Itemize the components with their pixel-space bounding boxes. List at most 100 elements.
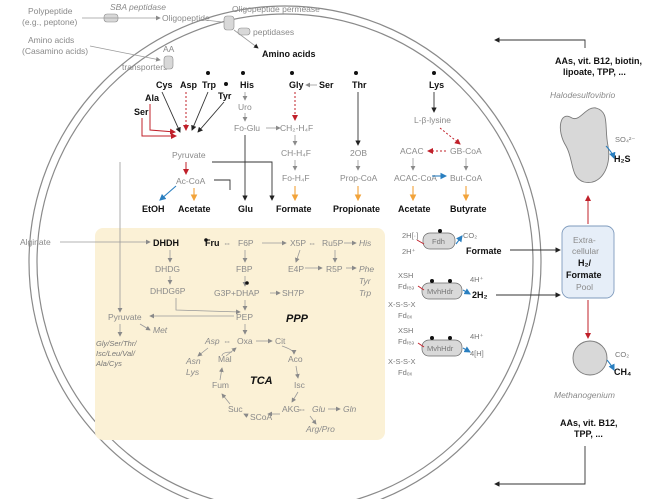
pool-line3: H₂/ xyxy=(578,258,591,268)
node-dhdg: DHDG xyxy=(155,264,180,274)
cell-outer-membrane xyxy=(28,5,542,499)
product-acetate: Acetate xyxy=(178,204,211,214)
node-aco: Aco xyxy=(288,354,303,364)
oligopeptide-label: Oligopeptide xyxy=(162,13,210,23)
node-ru5p: Ru5P xyxy=(322,238,344,248)
aa-dot xyxy=(224,82,228,86)
pool-line2: cellular xyxy=(572,246,599,256)
mvh1-4hp: 4H⁺ xyxy=(470,275,484,284)
node-ch-h4f: CH-H₄F xyxy=(281,148,311,158)
node-g3p-dhap: G3P+DHAP xyxy=(214,288,260,298)
oligopeptide-permease-label: Oligopeptide permease xyxy=(232,4,320,14)
node-his-2: His xyxy=(359,238,372,248)
node-x5p: X5P xyxy=(290,238,306,248)
node-mal: Mal xyxy=(218,354,232,364)
node-akg: AKG xyxy=(282,404,300,414)
node-lys-2: Lys xyxy=(186,367,200,377)
ch4-label: CH₄ xyxy=(614,367,631,377)
aa-dot xyxy=(290,71,294,75)
node-fum: Fum xyxy=(212,380,229,390)
node-tyr-2: Tyr xyxy=(359,276,372,286)
product-etoh: EtOH xyxy=(142,204,165,214)
node-e4p: E4P xyxy=(288,264,304,274)
aa-dot xyxy=(206,71,210,75)
extracellular-pool-box xyxy=(561,225,615,299)
mvh2-fd-red: Fdᵣₑₔ xyxy=(398,337,414,346)
h2s-label: H₂S xyxy=(614,154,631,164)
pool-line5: Pool xyxy=(576,282,593,292)
node-l-b-lysine: L-β-lysine xyxy=(414,115,451,125)
node-fo-h4f: Fo-H₄F xyxy=(282,173,310,183)
halodesulfovibrio-cell xyxy=(559,107,610,183)
amino-acids-external-label: Amino acids xyxy=(28,35,74,45)
node-acac-coa: ACAC-CoA xyxy=(394,173,437,183)
node-dhdh: DHDH xyxy=(153,238,179,248)
tca-label: TCA xyxy=(250,375,273,387)
peptidases-label: peptidases xyxy=(253,27,294,37)
node-2ob: 2OB xyxy=(350,148,367,158)
node-isc: Isc xyxy=(294,380,306,390)
aa-dot xyxy=(354,71,358,75)
aa-dot xyxy=(430,279,434,283)
aa-dot xyxy=(241,71,245,75)
polypeptide-eg-label: (e.g., peptone) xyxy=(22,17,77,27)
partner-top-text2: lipoate, TPP, ... xyxy=(563,67,626,77)
alginate-label: Alginate xyxy=(20,237,51,247)
node-gb-coa: GB-CoA xyxy=(450,146,482,156)
node-asn: Asn xyxy=(185,356,201,366)
aa-dot xyxy=(438,229,442,233)
partner-bottom-text1: AAs, vit. B12, xyxy=(560,418,618,428)
polypeptide-label: Polypeptide xyxy=(28,6,73,16)
partner-top-text1: AAs, vit. B12, biotin, xyxy=(555,56,642,66)
node-uro: Uro xyxy=(238,102,252,112)
mvh2-label: MvhHdr xyxy=(427,344,454,353)
node-cit: Cit xyxy=(275,336,286,346)
mvh1-xssx: X-S-S-X xyxy=(388,300,416,309)
mvh1-fd-red: Fdᵣₑₔ xyxy=(398,282,414,291)
aa-dot xyxy=(245,281,249,285)
aa-dot xyxy=(204,238,208,242)
cell-inner-membrane xyxy=(36,13,534,499)
h2-output: 2H₂ xyxy=(472,290,488,300)
pool-line1: Extra- xyxy=(573,235,596,245)
aa-his: His xyxy=(240,80,254,90)
node-ac-coa: Ac-CoA xyxy=(176,176,206,186)
node-sh7p: SH7P xyxy=(282,288,305,298)
aa-asp: Asp xyxy=(180,80,198,90)
fdh-co2: CO₂ xyxy=(463,231,477,240)
peptidases-enzyme xyxy=(237,27,251,36)
mvh2-fd-ox: Fdₒₓ xyxy=(398,368,413,377)
aa-ser: Ser xyxy=(134,107,149,117)
product-glu: Glu xyxy=(238,204,253,214)
node-glu-2: Glu xyxy=(312,404,326,414)
node-pyruvate-top: Pyruvate xyxy=(172,150,206,160)
co2-methanogen: CO₂ xyxy=(615,350,629,359)
mvh2-xssx: X-S-S-X xyxy=(388,357,416,366)
aa-dot xyxy=(432,71,436,75)
node-pyruvate: Pyruvate xyxy=(108,312,142,322)
ppp-label: PPP xyxy=(286,313,309,325)
formate-output: Formate xyxy=(466,246,502,256)
aa-trp: Trp xyxy=(202,80,217,90)
node-fo-glu: Fo-Glu xyxy=(234,123,260,133)
akg-glu-arrow: ⇔ xyxy=(298,404,307,414)
aa-tyr: Tyr xyxy=(218,91,232,101)
fdh-enzyme xyxy=(422,232,456,250)
mvh2-xsh: XSH xyxy=(398,326,413,335)
aa-dot xyxy=(448,279,452,283)
methanogenium-cell xyxy=(572,340,608,376)
aa-family-line2: Isc/Leu/Val/ xyxy=(96,349,136,358)
halodesulfovibrio-label: Halodesulfovibrio xyxy=(550,90,615,100)
node-r5p: R5P xyxy=(326,264,343,274)
node-oxa: Oxa xyxy=(237,336,253,346)
aa-dot xyxy=(448,336,452,340)
node-f6p: F6P xyxy=(238,238,254,248)
oligopeptide-permease-transporter xyxy=(223,15,235,31)
product-acetate-2: Acetate xyxy=(398,204,431,214)
node-dhdg6p: DHDG6P xyxy=(150,286,186,296)
mvh2-4h: 4[H] xyxy=(470,349,484,358)
x5p-ru5p-arrow: ⇔ xyxy=(308,238,317,248)
node-met: Met xyxy=(153,325,168,335)
